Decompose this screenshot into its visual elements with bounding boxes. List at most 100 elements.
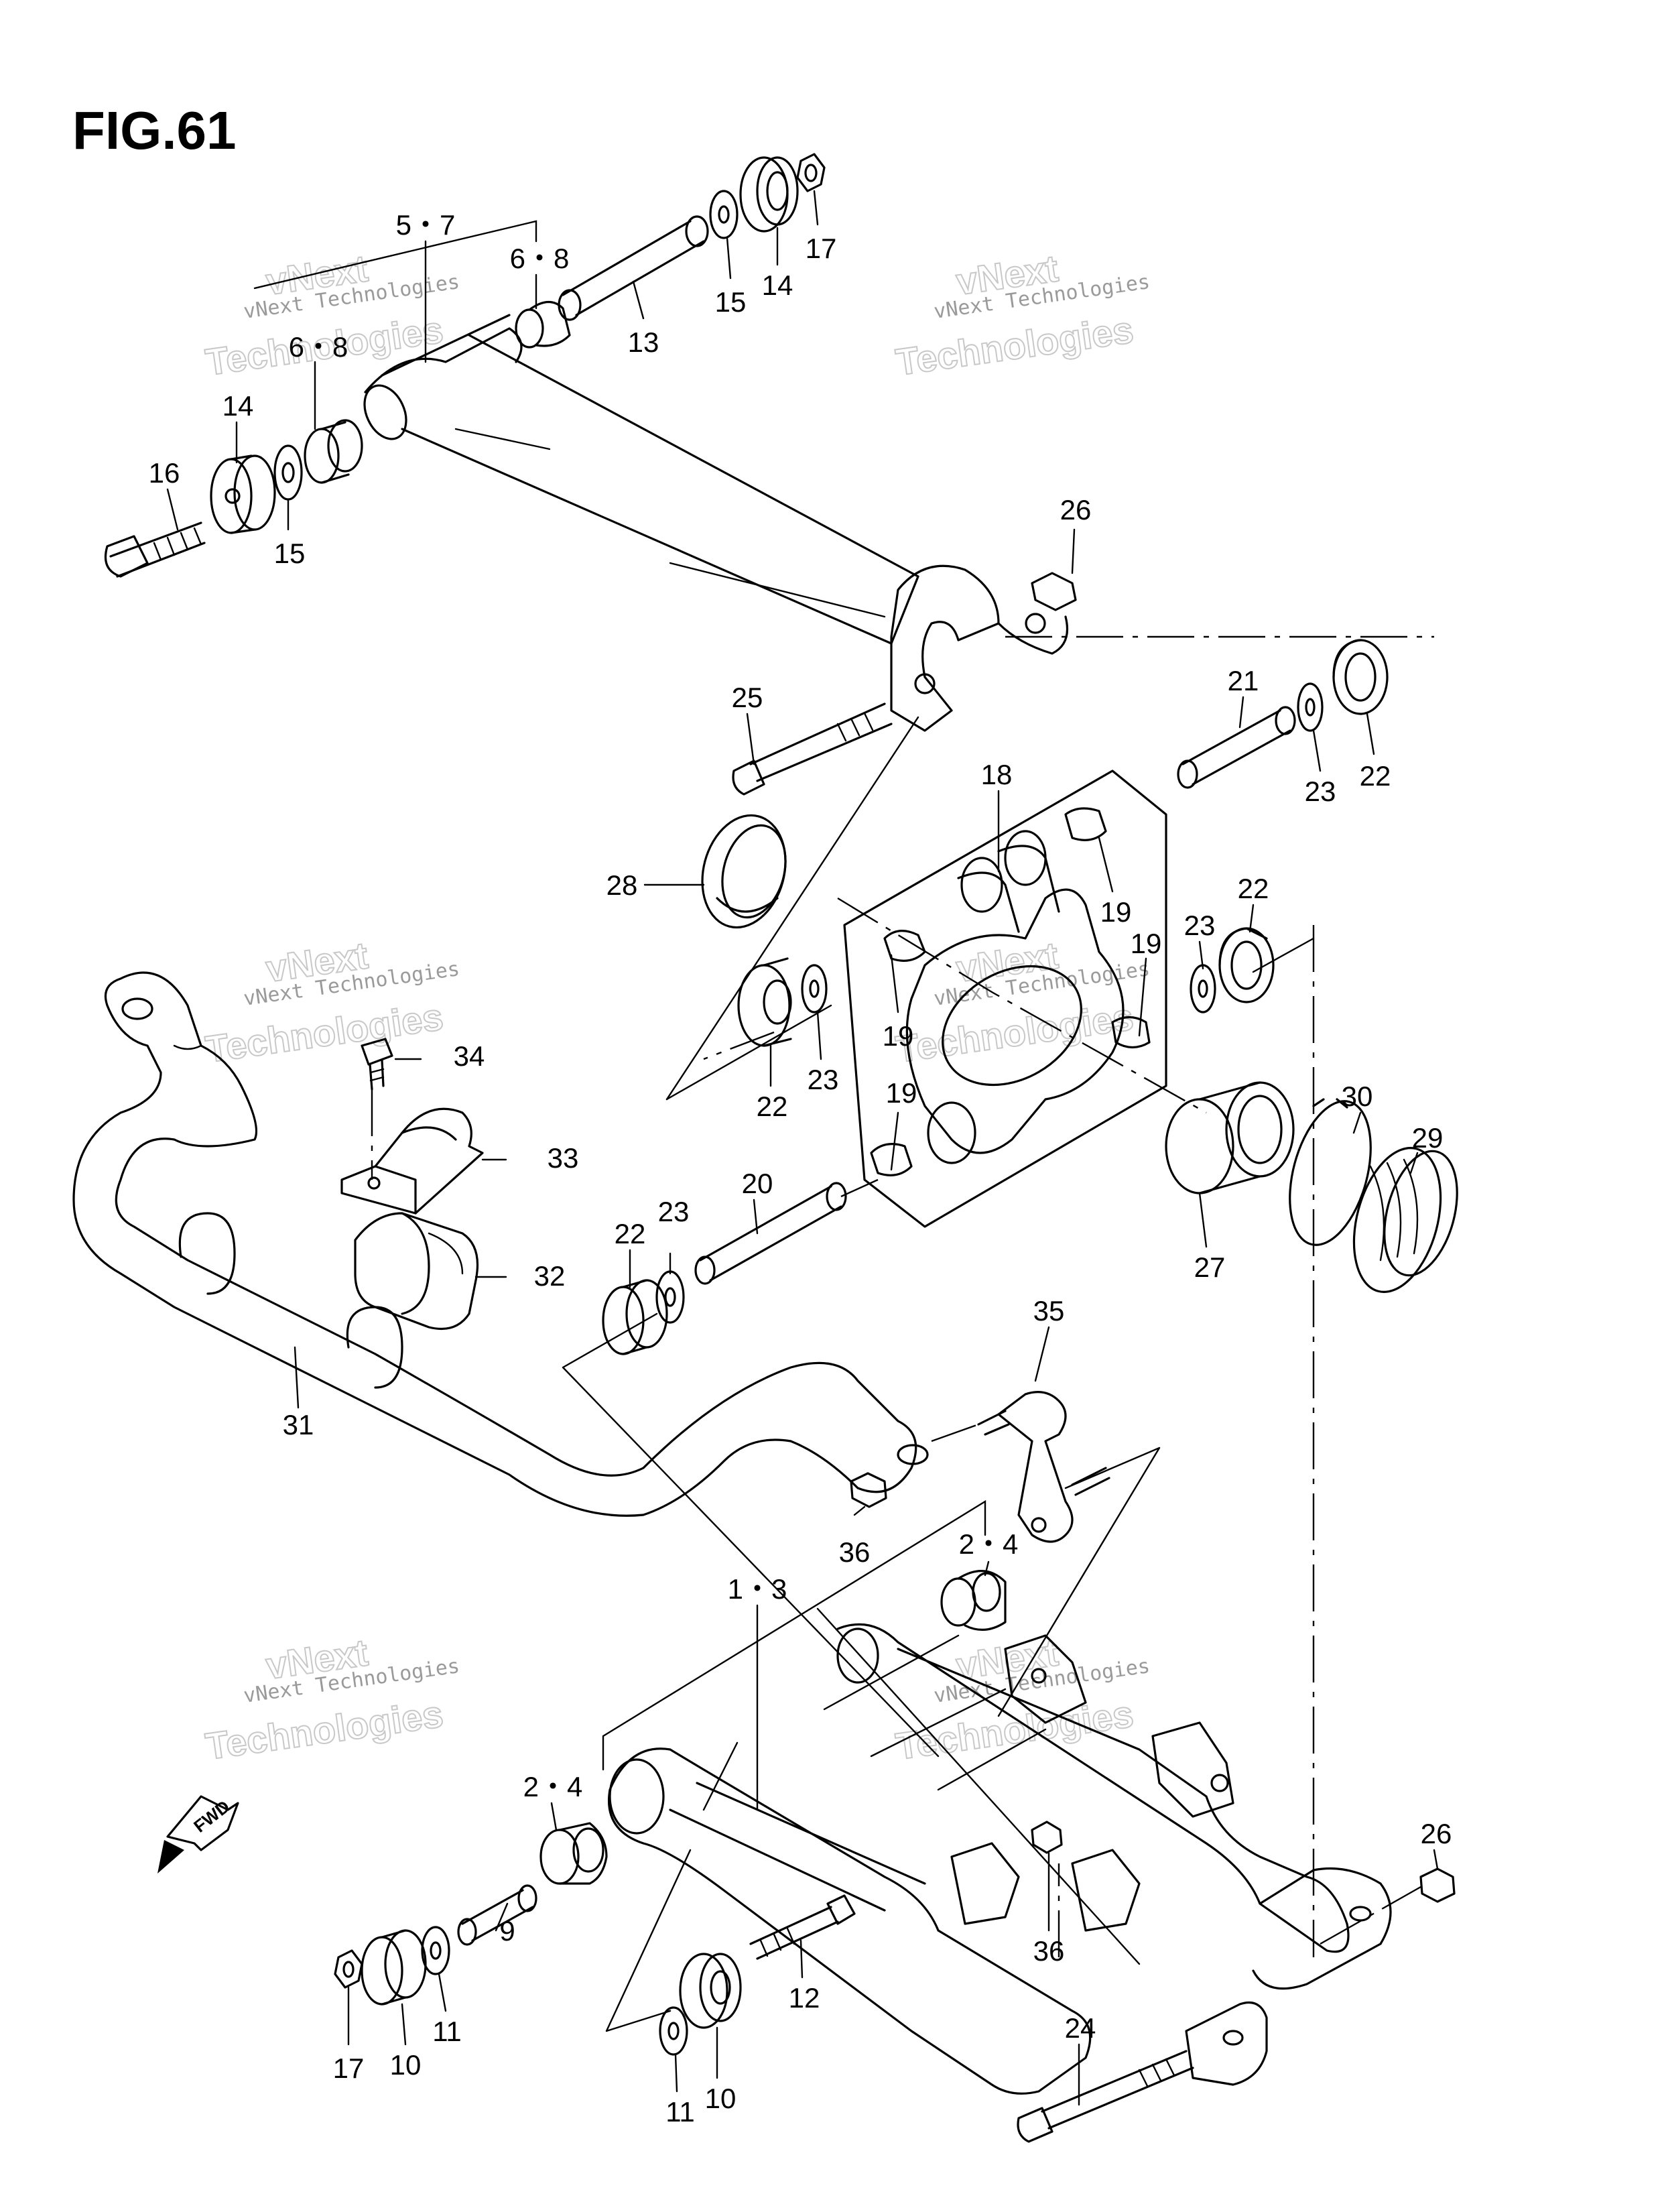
- callout-22-top-right: 22: [1360, 760, 1391, 792]
- washer-15-left: [273, 444, 303, 501]
- washer-23-lower: [655, 1270, 685, 1324]
- callout-19-lower-left: 19: [886, 1077, 917, 1109]
- callout-28: 28: [606, 869, 638, 901]
- callout-26-lower: 26: [1421, 1818, 1452, 1849]
- svg-text:Technologies: Technologies: [203, 1693, 446, 1768]
- callout-19-upper-right: 19: [1100, 896, 1132, 928]
- nut-36-lower: [1031, 1821, 1063, 1854]
- callout-14-left: 14: [222, 390, 254, 422]
- callout-12: 12: [789, 1982, 820, 2014]
- sleeve-9: [457, 1884, 537, 1946]
- callout-1-3: 1・3: [728, 1573, 787, 1605]
- callout-36-upper: 36: [839, 1536, 871, 1568]
- bushing-22-top-right: [1332, 639, 1389, 715]
- bushing-14-top: [739, 156, 799, 233]
- callout-26-top: 26: [1060, 494, 1092, 526]
- callout-15-left: 15: [274, 538, 306, 569]
- callout-23-mid-right: 23: [1184, 910, 1216, 941]
- figure-title: FIG.61: [72, 101, 237, 160]
- callout-20: 20: [742, 1168, 773, 1199]
- callout-21: 21: [1228, 665, 1259, 696]
- callout-6-8-left: 6・8: [289, 331, 348, 363]
- watermark-top-center: vNext Technologies vNext Technologies: [893, 246, 1151, 384]
- callout-5-7: 5・7: [396, 209, 456, 241]
- callout-19-left: 19: [883, 1020, 914, 1052]
- callout-11-mid: 11: [665, 2096, 695, 2128]
- bearing-27: [1165, 1081, 1295, 1194]
- callout-14-top: 14: [762, 269, 793, 301]
- knuckle-assembly-18: [843, 770, 1167, 1228]
- callout-23-lower: 23: [658, 1196, 690, 1227]
- bolt-16: [104, 521, 206, 578]
- callout-13: 13: [628, 326, 659, 358]
- sleeve-13: [558, 215, 709, 321]
- bushing-2-4-lower: [539, 1822, 608, 1885]
- bushing-32: [354, 1212, 478, 1331]
- svg-text:Technologies: Technologies: [893, 1693, 1136, 1768]
- washer-15-top: [709, 190, 739, 239]
- callout-25: 25: [732, 682, 763, 713]
- center-lines: [371, 635, 1434, 1957]
- callout-17-lower: 17: [333, 2052, 365, 2084]
- seal-28: [701, 814, 787, 929]
- callout-36-lower: 36: [1033, 1935, 1065, 1967]
- bushing-2-4-upper: [940, 1570, 1007, 1632]
- watermark-bottom-center: vNext Technologies vNext Technologies: [893, 1630, 1151, 1768]
- callout-labels: 5・7 6・8 6・8 13 15 14 17 14 16 15 26 25 2…: [149, 209, 1452, 2128]
- bolt-34: [361, 1038, 393, 1091]
- bushing-14-left: [210, 454, 276, 534]
- link-35: [977, 1391, 1110, 1543]
- callout-27: 27: [1194, 1251, 1226, 1283]
- watermark-top-left: vNext Technologies vNext Technologies: [202, 246, 461, 384]
- bushing-6-8-left: [304, 419, 363, 484]
- forward-arrow-icon: FWD: [157, 1795, 239, 1873]
- clamp-33: [340, 1107, 484, 1215]
- sleeve-20: [694, 1182, 847, 1285]
- group-lines: [253, 220, 1315, 2032]
- callout-15-top: 15: [715, 286, 747, 318]
- callout-6-8-top: 6・8: [510, 243, 570, 274]
- callout-30: 30: [1342, 1081, 1373, 1112]
- bushing-22-mid-right: [1218, 927, 1275, 1003]
- callout-17-top: 17: [806, 233, 837, 264]
- bushing-22-lower: [602, 1279, 668, 1355]
- callout-22-mid-left: 22: [757, 1091, 788, 1122]
- callout-22-mid-right: 22: [1238, 873, 1269, 904]
- bushing-10-mid: [679, 1953, 742, 2029]
- callout-9: 9: [499, 1915, 515, 1947]
- callout-10-left: 10: [390, 2049, 422, 2081]
- callout-31: 31: [283, 1409, 314, 1440]
- stabilizer-bar-31: [72, 971, 929, 1517]
- callout-11-left: 11: [432, 2016, 462, 2047]
- callout-2-4-upper: 2・4: [959, 1528, 1019, 1560]
- washer-11-mid: [659, 2006, 688, 2056]
- callout-2-4-lower: 2・4: [523, 1771, 583, 1802]
- sleeve-21: [1177, 706, 1296, 789]
- snap-ring-30: [1289, 1098, 1372, 1246]
- nut-26-lower: [1419, 1867, 1456, 1903]
- callout-35: 35: [1033, 1295, 1065, 1327]
- upper-arm: [363, 314, 1069, 732]
- boot-29: [1352, 1147, 1458, 1293]
- callout-29: 29: [1412, 1122, 1444, 1154]
- callout-19-right: 19: [1131, 928, 1162, 959]
- bushing-6-8-top: [515, 300, 571, 349]
- svg-text:Technologies: Technologies: [893, 995, 1136, 1070]
- washer-23-mid-right: [1190, 964, 1216, 1013]
- nut-26-top: [1031, 572, 1077, 611]
- bolt-25: [732, 702, 893, 796]
- callout-23-mid-left: 23: [808, 1064, 839, 1095]
- callout-18: 18: [981, 759, 1013, 790]
- nut-36-upper: [850, 1472, 887, 1508]
- nut-17-top: [796, 153, 826, 192]
- callout-32: 32: [534, 1260, 566, 1292]
- bushing-10-left: [361, 1929, 427, 2006]
- bolt-24: [1017, 2050, 1194, 2143]
- callout-33: 33: [548, 1142, 579, 1174]
- bushing-22-mid-left: [737, 957, 792, 1047]
- svg-text:Technologies: Technologies: [893, 308, 1136, 383]
- bolt-12: [749, 1894, 856, 1960]
- washer-23-top-right: [1297, 682, 1324, 732]
- washer-11-left: [421, 1926, 450, 1975]
